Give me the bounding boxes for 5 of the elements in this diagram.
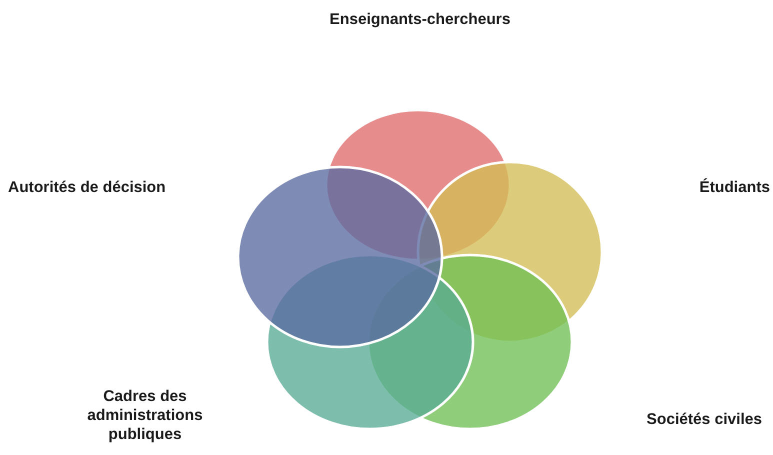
- set-label: Autorités de décision: [8, 178, 167, 197]
- set-label: Cadres des administrations publiques: [86, 387, 204, 444]
- set-label: Sociétés civiles: [646, 410, 762, 429]
- set-label: Enseignants-chercheurs: [328, 10, 512, 29]
- set-label: Étudiants: [698, 178, 770, 197]
